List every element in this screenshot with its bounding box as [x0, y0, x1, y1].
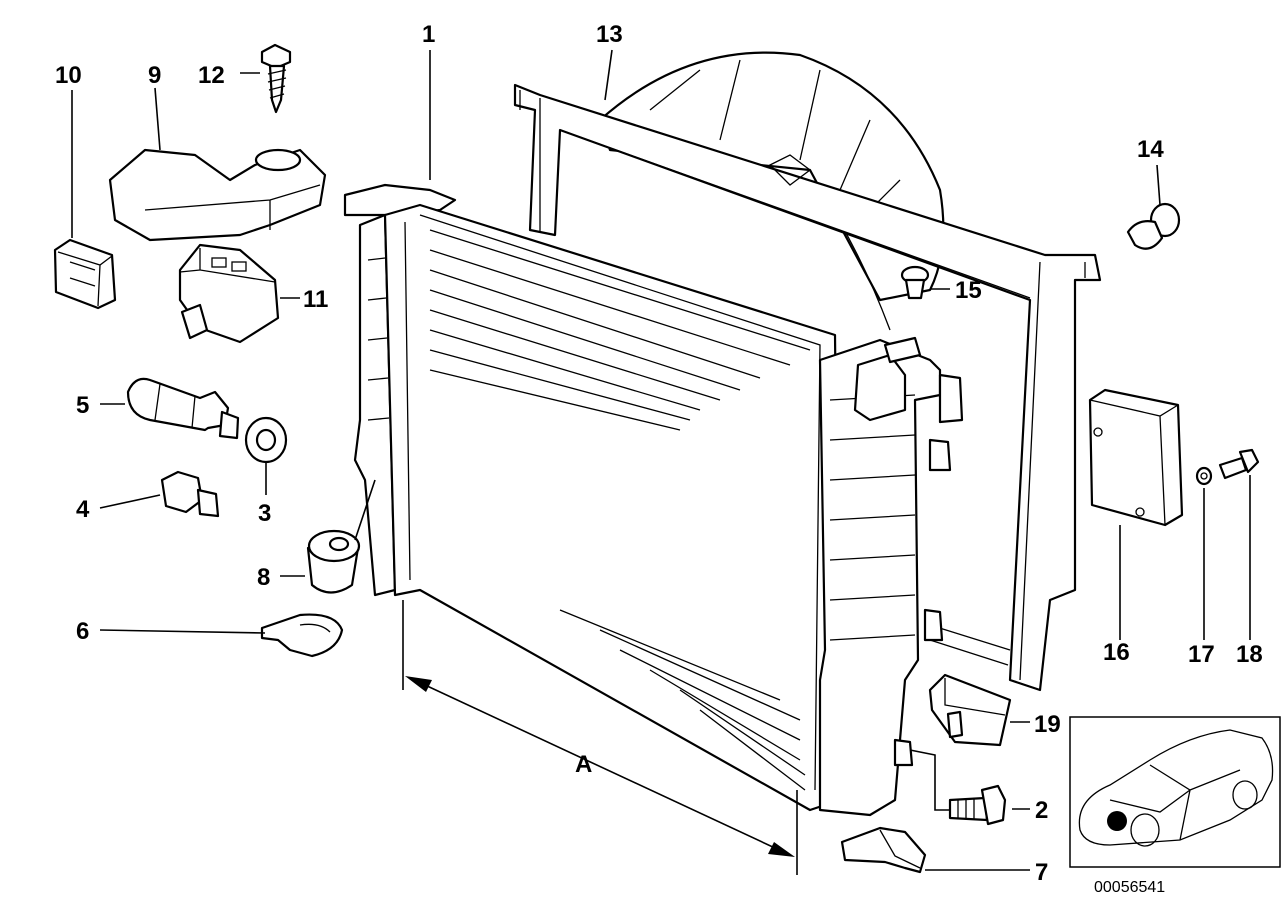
part-3-washer: [244, 416, 288, 464]
part-2-bolt: [948, 784, 1007, 826]
label-a: A: [575, 751, 592, 778]
part-11-bracket: [178, 243, 280, 344]
label-7: 7: [1035, 859, 1048, 886]
location-marker: [1107, 811, 1127, 831]
label-8: 8: [257, 564, 270, 591]
label-3: 3: [258, 500, 271, 527]
label-2: 2: [1035, 797, 1048, 824]
label-9: 9: [148, 62, 161, 89]
part-4-plug: [160, 470, 220, 518]
label-18: 18: [1236, 641, 1263, 668]
fan-shroud: [513, 51, 1102, 692]
label-13: 13: [596, 21, 623, 48]
label-10: 10: [55, 62, 82, 89]
radiator: [343, 183, 964, 817]
part-9-cover: [108, 148, 327, 242]
label-17: 17: [1188, 641, 1215, 668]
label-1: 1: [422, 21, 435, 48]
label-4: 4: [76, 496, 90, 523]
part-labels: 1 13 10 9 12 14 15 11 5 4 3 8 6 16 17 18…: [55, 21, 1263, 896]
label-6: 6: [76, 618, 89, 645]
part-19-holder: [928, 673, 1012, 747]
label-12: 12: [198, 62, 225, 89]
label-5: 5: [76, 392, 89, 419]
part-17-washer: [1195, 466, 1213, 486]
label-11: 11: [303, 286, 328, 313]
label-15: 15: [955, 277, 982, 304]
car-location-thumbnail: [1069, 716, 1281, 868]
part-16-control-box: [1088, 388, 1184, 527]
part-6-clamp: [260, 613, 344, 658]
label-16: 16: [1103, 639, 1130, 666]
part-18-bolt: [1218, 448, 1260, 480]
leader-lines: [71, 49, 1251, 871]
label-14: 14: [1137, 136, 1164, 163]
part-5-switch: [126, 377, 240, 440]
part-15-screw: [900, 265, 930, 300]
part-10-connector: [53, 238, 117, 310]
dimension-a: [402, 600, 798, 875]
part-14-rivet: [1126, 202, 1181, 250]
part-8-mount: [306, 529, 361, 594]
reference-number: 00056541: [1094, 879, 1165, 896]
part-12-screw: [260, 43, 292, 114]
label-19: 19: [1034, 711, 1061, 738]
part-7-clip: [840, 826, 927, 874]
